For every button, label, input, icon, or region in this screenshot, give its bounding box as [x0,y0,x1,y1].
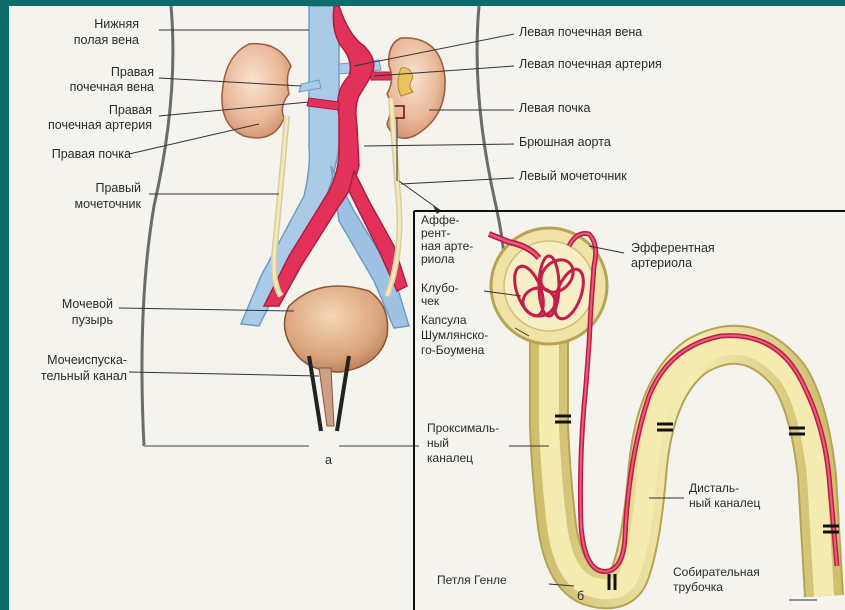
label-capsule: го-Боумена [421,343,485,357]
urethra [319,368,334,426]
label-right-kidney: Правая почка [52,147,131,161]
label-right-renal-vein: почечная вена [70,80,154,94]
label-collecting-duct: Собирательная [673,565,760,579]
label-afferent-arteriole: Аффе- [421,213,460,227]
label-capsule: Капсула [421,313,467,327]
anatomy-figure: Нижняяполая венаПраваяпочечная венаПрава… [9,6,845,610]
urinary-system-diagram: Нижняяполая венаПраваяпочечная венаПрава… [9,6,845,610]
label-left-kidney: Левая почка [519,101,591,115]
label-right-renal-vein: Правая [111,65,154,79]
label-afferent-arteriole: рент- [421,226,450,240]
bladder [284,286,387,372]
label-right-renal-artery: почечная артерия [48,118,152,132]
label-proximal-tubule: Проксималь- [427,421,499,435]
label-loop-of-henle: Петля Генле [437,573,507,587]
label-abdominal-aorta: Брюшная аорта [519,135,611,149]
label-left-renal-vein: Левая почечная вена [519,25,642,39]
right-kidney [222,44,291,138]
label-bladder: пузырь [72,313,113,327]
left-renal-pelvis [398,68,413,96]
label-lower-vena-cava: полая вена [74,33,139,47]
label-glomerulus: чек [421,294,440,308]
label-lower-vena-cava: Нижняя [94,17,139,31]
label-urethra: тельный канал [41,369,127,383]
label-right-renal-artery: Правая [109,103,152,117]
label-capsule: Шумлянско- [421,328,488,342]
label-distal-tubule: ный каналец [689,496,760,510]
label-collecting-duct: трубочка [673,580,723,594]
label-efferent-arteriole: Эфферентная [631,241,715,255]
label-left-renal-artery: Левая почечная артерия [519,57,662,71]
label-proximal-tubule: каналец [427,451,473,465]
label-afferent-arteriole: ная арте- [421,239,473,253]
label-urethra: Мочеиспуска- [47,353,127,367]
nephron-panel: Аффе-рент-ная арте-риола Эфферентнаяартер… [414,211,845,610]
label-right-ureter: Правый [96,181,142,195]
label-afferent-arteriole: риола [421,252,455,266]
label-glomerulus: Клубо- [421,281,459,295]
label-efferent-arteriole: артериола [631,256,692,270]
label-proximal-tubule: ный [427,436,449,450]
panel-letter-b: б [577,589,584,603]
label-left-ureter: Левый мочеточник [519,169,627,183]
label-right-ureter: мочеточник [75,197,142,211]
label-distal-tubule: Дисталь- [689,481,739,495]
panel-letter-a: а [325,453,332,467]
label-bladder: Мочевой [62,297,113,311]
